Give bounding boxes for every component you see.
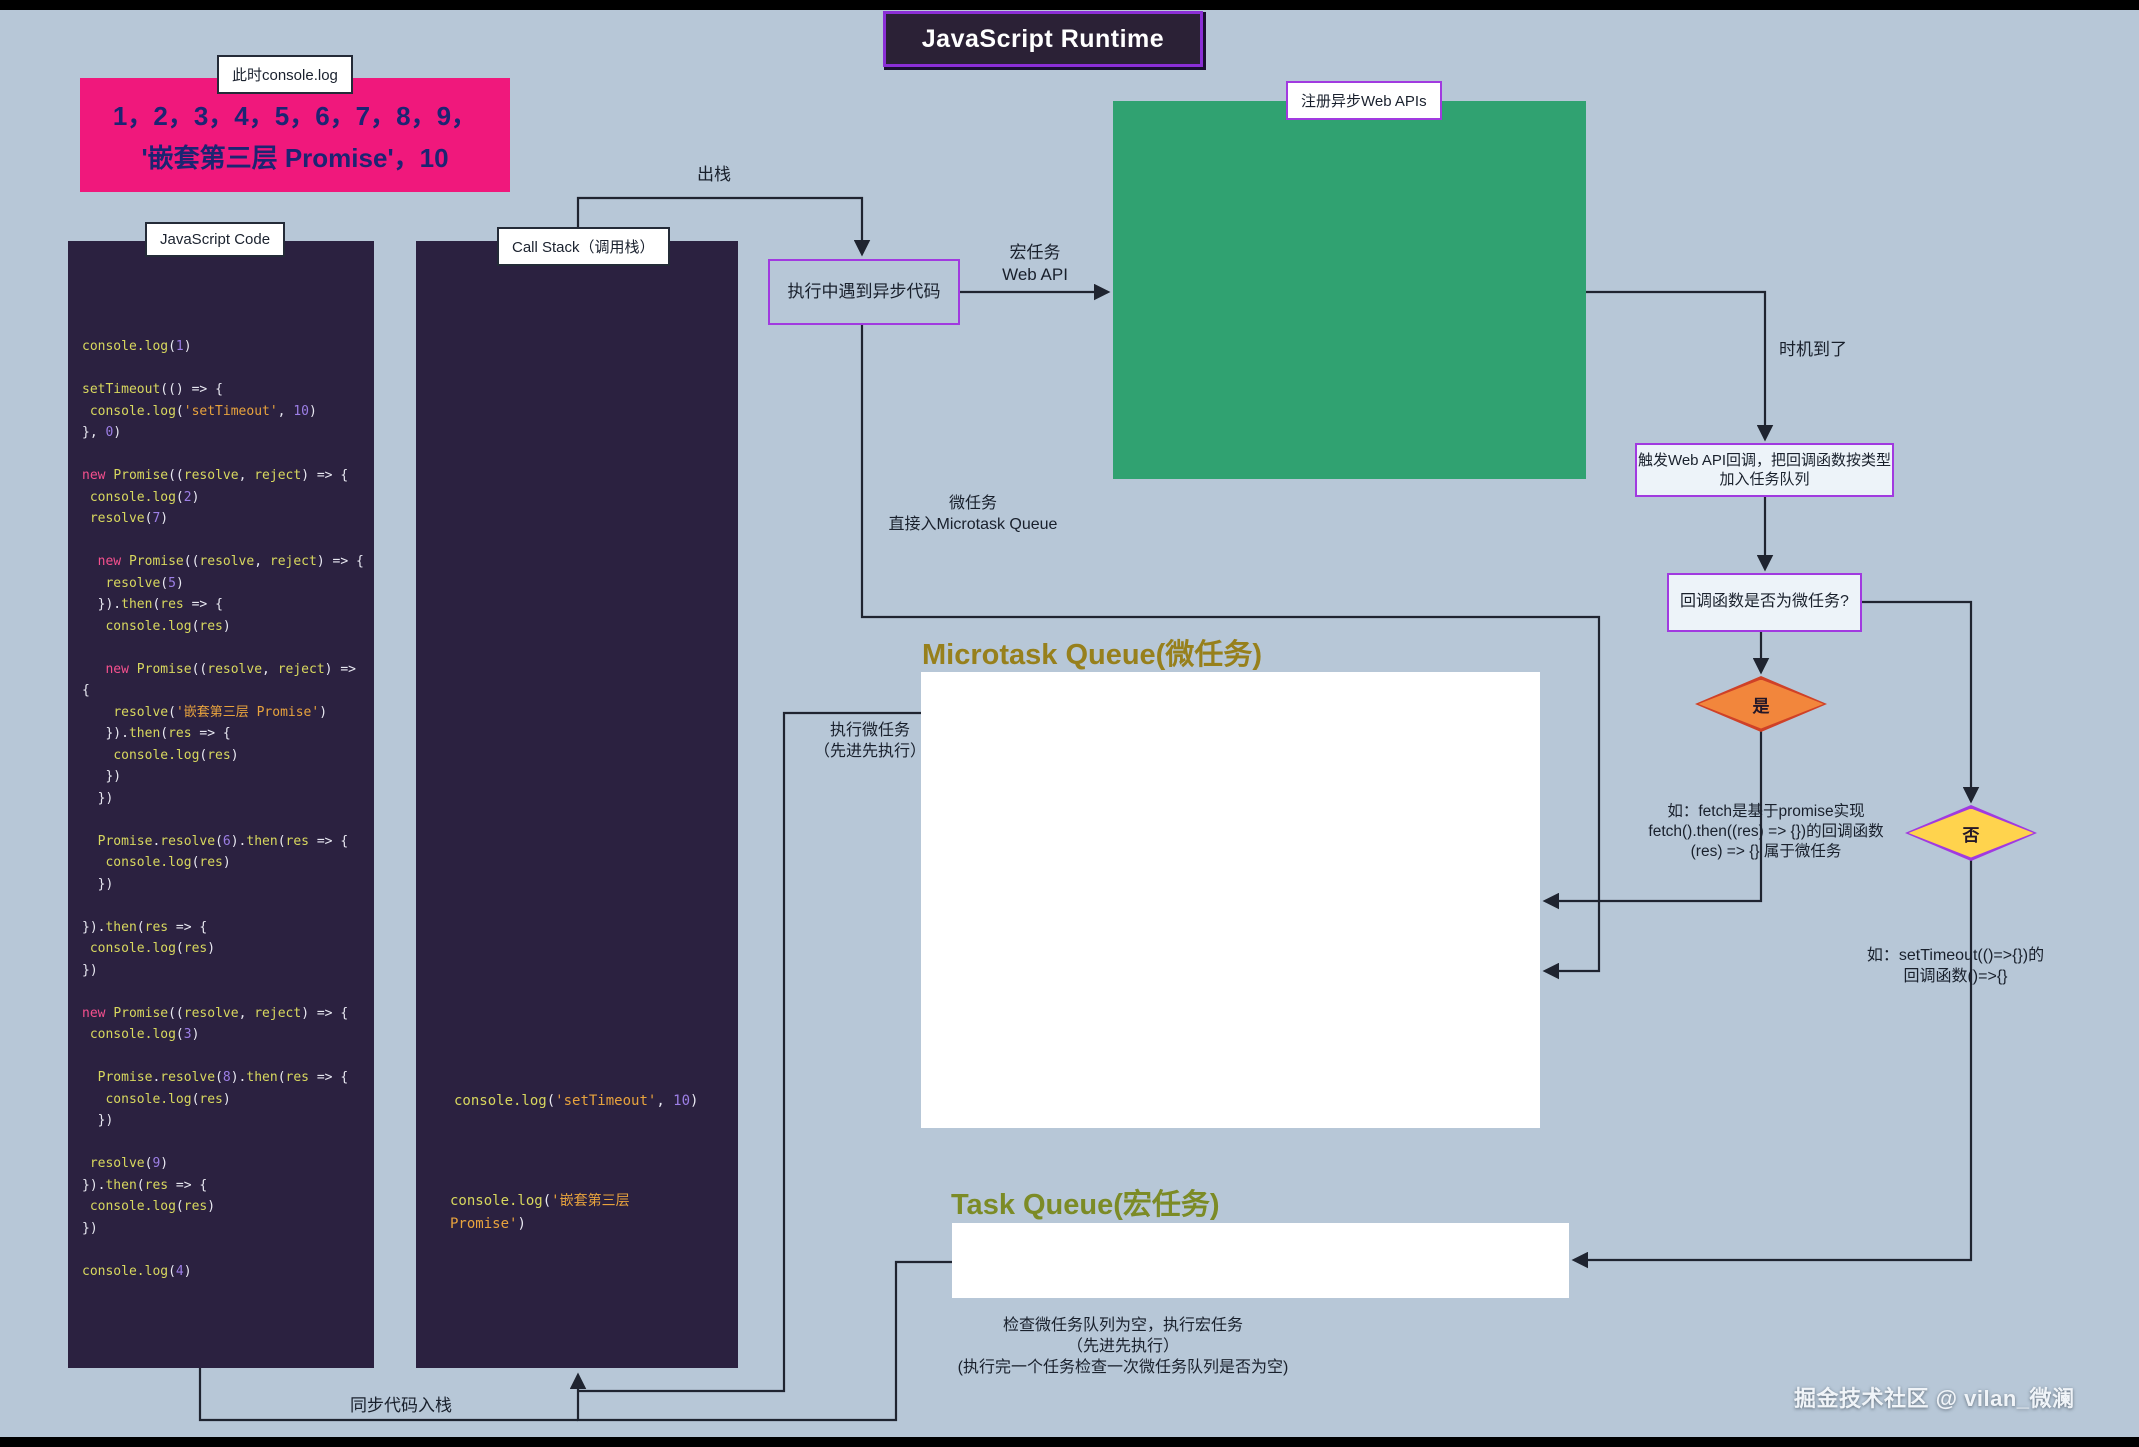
microtask-queue-title: Microtask Queue(微任务) (922, 639, 1262, 671)
task-queue-title: Task Queue(宏任务) (951, 1189, 1220, 1221)
console-output-tag: 此时console.log (217, 55, 353, 94)
no-label: 否 (1962, 825, 1980, 845)
console-output-line1: 1，2，3，4，5，6，7，8，9， (112, 100, 478, 131)
timing-label: 时机到了 (1779, 340, 1847, 359)
arrow-no-to-taskqueue (1571, 860, 1973, 1269)
yes-label: 是 (1752, 696, 1770, 716)
yes-diamond: 是 (1695, 676, 1827, 732)
call-stack-panel: console.log('setTimeout', 10) console.lo… (416, 241, 738, 1368)
check-macro-note: 检查微任务队列为空，执行宏任务 （先进先执行） (执行完一个任务检查一次微任务队… (957, 1317, 1289, 1376)
macro-webapi-label: 宏任务 Web API (1002, 243, 1068, 285)
encounter-async-box: 执行中遇到异步代码 (768, 259, 960, 325)
task-queue-box (952, 1223, 1569, 1298)
diagram-title: JavaScript Runtime (883, 11, 1203, 67)
console-output-box: 1，2，3，4，5，6，7，8，9， '嵌套第三层 Promise'，10 (80, 78, 510, 192)
sync-push-label: 同步代码入栈 (350, 1396, 452, 1415)
pop-label: 出栈 (697, 165, 731, 184)
is-microtask-decision-box: 回调函数是否为微任务? (1667, 573, 1862, 632)
diagram-title-label: JavaScript Runtime (921, 24, 1165, 53)
arrow-ismicro-to-no (1862, 600, 1980, 804)
trigger-callback-box: 触发Web API回调，把回调函数按类型 加入任务队列 (1635, 443, 1894, 497)
stack-frame-settimeout: console.log('setTimeout', 10) (454, 1093, 699, 1109)
fetch-microtask-note: 如：fetch是基于promise实现 fetch().then((res) =… (1648, 803, 1884, 861)
micro-direct-note: 微任务 直接入Microtask Queue (888, 495, 1058, 533)
register-webapi-label: 注册异步Web APIs (1286, 81, 1442, 120)
call-stack-label: Call Stack（调用栈） (497, 227, 670, 266)
settimeout-macrotask-note: 如：setTimeout(()=>{})的 回调函数()=>{} (1866, 947, 2045, 985)
web-apis-area (1113, 101, 1586, 479)
top-border (0, 0, 2139, 10)
microtask-queue-box (921, 672, 1540, 1128)
arrow-webapi-to-trigger (1586, 290, 1774, 442)
exec-micro-note: 执行微任务 （先进先执行） (813, 722, 926, 760)
watermark: 掘金技术社区 @ vilan_微澜 (1794, 1386, 2075, 1411)
javascript-code-panel: console.log(1) setTimeout(() => { consol… (68, 241, 374, 1368)
bottom-border (0, 1437, 2139, 1447)
console-output-line2: '嵌套第三层 Promise'，10 (141, 142, 449, 173)
no-diamond: 否 (1905, 805, 2037, 861)
code-panel-label: JavaScript Code (145, 222, 286, 257)
